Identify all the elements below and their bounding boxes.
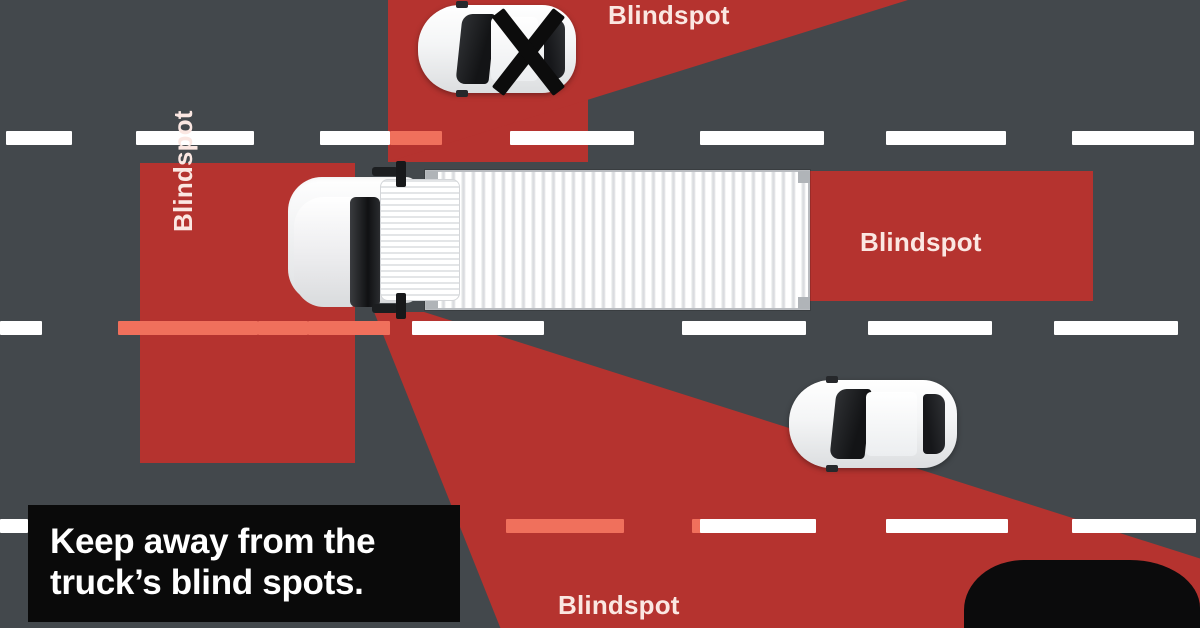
lane-dash [682,321,806,335]
watermark-smudge [964,560,1200,628]
car-rear-window [923,394,946,454]
lane-dash [1072,131,1194,145]
lane-dash [136,131,254,145]
lane-dash [886,131,1006,145]
caption-box: Keep away from the truck’s blind spots. [28,505,460,622]
lane-dash [868,321,992,335]
caption-line-2: truck’s blind spots. [50,563,364,603]
truck-windshield [350,197,380,307]
car-windshield [828,388,872,460]
lane-dash [1054,321,1178,335]
lane-dash [6,131,72,145]
lane-dash [0,321,42,335]
car-mirror-icon [825,376,838,383]
lane-dash [510,131,634,145]
lane-dash [886,519,1008,533]
truck-hood [294,197,358,307]
lane-row [0,321,1200,335]
truck-wheel [396,161,406,187]
lane-dash [118,321,258,335]
car-roof [866,392,917,456]
lane-dash [1072,519,1196,533]
truck-mirror-right-icon [372,304,398,313]
car-in-blindspot [418,1,576,97]
blindspot-label-top: Blindspot [608,0,730,30]
car-roof [490,17,539,81]
blindspot-label-right: Blindspot [860,227,982,257]
truck-sleeper-unit [380,179,460,301]
blindspot-zone-right [808,171,1093,301]
semi-truck [288,161,813,319]
truck-mirror-left-icon [372,167,398,176]
lane-dash [496,321,544,335]
caption-line-1: Keep away from the [50,522,376,561]
truck-trailer [425,170,810,310]
blindspot-label-bottom: Blindspot [558,590,680,620]
lane-dash [390,131,442,145]
lane-dash [320,131,390,145]
lane-dash [258,321,308,335]
lane-dash [700,131,824,145]
car-rear-window [544,19,565,79]
car-safe-zone [789,376,957,472]
lane-row [0,131,1200,145]
lane-dash [506,519,624,533]
lane-dash [308,321,390,335]
car-mirror-icon [455,1,468,8]
car-mirror-icon [455,90,468,97]
lane-dash [700,519,816,533]
blindspot-label-left: Blindspot [168,110,198,232]
truck-wheel [396,293,406,319]
car-mirror-icon [825,465,838,472]
lane-row [0,519,1200,533]
lane-dash [0,519,28,533]
